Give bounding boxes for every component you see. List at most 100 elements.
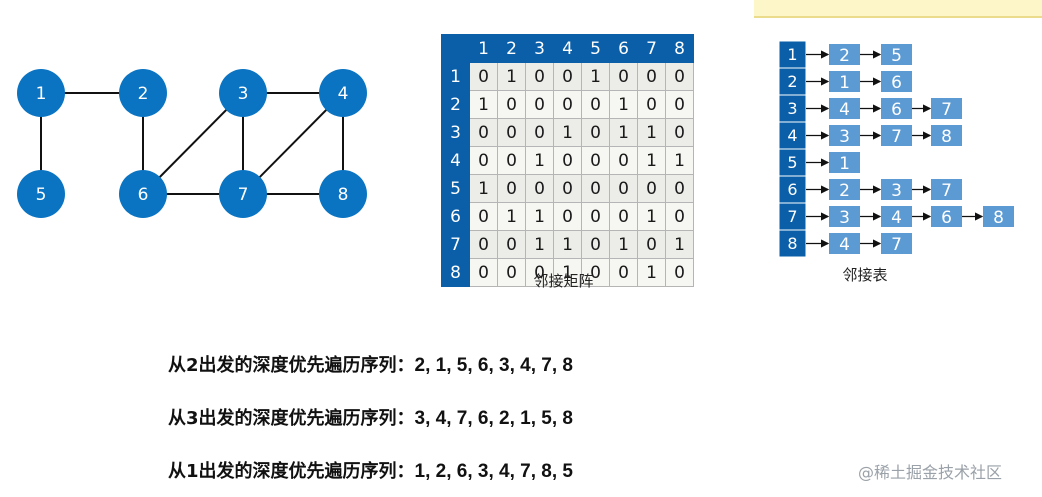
traversal-sequence: 3, 4, 7, 6, 2, 1, 5, 8 <box>414 408 573 429</box>
graph-node-5: 5 <box>17 170 65 218</box>
matrix-cell: 0 <box>553 202 582 231</box>
list-node <box>881 206 912 227</box>
list-node <box>931 125 962 146</box>
matrix-column-header: 3 <box>525 34 554 63</box>
matrix-row-header: 4 <box>441 146 470 175</box>
traversal-label: 从3出发的深度优先遍历序列： <box>168 408 415 429</box>
list-node-label: 6 <box>891 73 902 93</box>
graph-node-8: 8 <box>319 170 367 218</box>
vertex-cell-5 <box>778 148 807 177</box>
list-node <box>829 125 860 146</box>
matrix-cell: 1 <box>609 230 638 259</box>
matrix-cell: 0 <box>637 230 666 259</box>
list-node <box>829 44 860 65</box>
matrix-cell: 0 <box>469 146 498 175</box>
list-node-label: 7 <box>941 181 952 201</box>
matrix-cell: 0 <box>525 118 554 147</box>
graph-node-7: 7 <box>219 170 267 218</box>
list-node-label: 3 <box>891 181 902 201</box>
matrix-cell: 1 <box>637 118 666 147</box>
list-node-label: 2 <box>839 181 850 201</box>
matrix-column-header: 8 <box>665 34 694 63</box>
matrix-cell: 0 <box>553 90 582 119</box>
vertex-cell-1 <box>778 40 807 69</box>
graph-node-6: 6 <box>119 170 167 218</box>
matrix-cell: 0 <box>665 258 694 287</box>
vertex-cell-6 <box>778 175 807 204</box>
matrix-cell: 0 <box>581 258 610 287</box>
list-node-label: 7 <box>941 100 952 120</box>
matrix-cell: 1 <box>553 230 582 259</box>
list-node-label: 4 <box>839 100 850 120</box>
list-node-label: 3 <box>839 208 850 228</box>
matrix-cell: 0 <box>637 62 666 91</box>
matrix-cell: 0 <box>553 174 582 203</box>
list-node-label: 2 <box>839 46 850 66</box>
matrix-cell: 0 <box>497 90 526 119</box>
vertex-label: 4 <box>787 126 797 145</box>
list-node <box>881 98 912 119</box>
list-node <box>931 206 962 227</box>
list-node <box>829 98 860 119</box>
list-node-label: 8 <box>941 127 952 147</box>
matrix-cell: 1 <box>609 90 638 119</box>
matrix-cell: 0 <box>665 118 694 147</box>
matrix-cell: 1 <box>665 230 694 259</box>
list-node-label: 1 <box>839 73 850 93</box>
vertex-label: 6 <box>787 180 797 199</box>
matrix-cell: 0 <box>525 174 554 203</box>
vertex-label: 2 <box>787 72 797 91</box>
matrix-column-header: 5 <box>581 34 610 63</box>
matrix-row-header: 5 <box>441 174 470 203</box>
list-node-label: 1 <box>839 154 850 174</box>
graph-node-4: 4 <box>319 69 367 117</box>
matrix-cell: 1 <box>525 202 554 231</box>
matrix-cell: 0 <box>581 202 610 231</box>
list-node <box>881 179 912 200</box>
matrix-cell: 0 <box>497 230 526 259</box>
matrix-cell: 0 <box>581 230 610 259</box>
matrix-cell: 0 <box>581 174 610 203</box>
adjacency-matrix-caption: 邻接矩阵 <box>533 272 594 290</box>
list-node <box>829 152 860 173</box>
matrix-row-header: 8 <box>441 258 470 287</box>
graph-node-label: 8 <box>338 185 349 205</box>
matrix-cell: 0 <box>525 90 554 119</box>
matrix-row-header: 6 <box>441 202 470 231</box>
list-node <box>881 125 912 146</box>
traversal-sequence: 1, 2, 6, 3, 4, 7, 8, 5 <box>414 461 573 482</box>
traversal-from-2: 从2出发的深度优先遍历序列：2, 1, 5, 6, 3, 4, 7, 8 <box>168 351 573 377</box>
matrix-cell: 0 <box>469 258 498 287</box>
matrix-cell: 0 <box>637 90 666 119</box>
adjacency-list-caption: 邻接表 <box>842 266 888 284</box>
graph-node-3: 3 <box>219 69 267 117</box>
vertex-cell-2 <box>778 67 807 96</box>
list-node <box>829 206 860 227</box>
list-node-label: 8 <box>993 208 1004 228</box>
vertex-label: 8 <box>787 234 797 253</box>
matrix-cell: 1 <box>469 90 498 119</box>
list-node-label: 7 <box>891 127 902 147</box>
list-node <box>881 233 912 254</box>
list-node <box>931 98 962 119</box>
vertex-label: 7 <box>787 207 797 226</box>
graph-node-label: 7 <box>238 185 249 205</box>
list-node-label: 5 <box>891 46 902 66</box>
matrix-cell: 0 <box>637 174 666 203</box>
matrix-column-header: 7 <box>637 34 666 63</box>
graph-node-label: 1 <box>36 84 47 104</box>
graph-node-1: 1 <box>17 69 65 117</box>
matrix-cell: 0 <box>553 146 582 175</box>
list-node <box>931 179 962 200</box>
list-node-label: 4 <box>839 235 850 255</box>
matrix-cell: 1 <box>637 258 666 287</box>
traversal-sequence: 2, 1, 5, 6, 3, 4, 7, 8 <box>414 355 573 376</box>
list-node <box>829 233 860 254</box>
matrix-column-header: 4 <box>553 34 582 63</box>
graph-node-label: 4 <box>338 84 349 104</box>
